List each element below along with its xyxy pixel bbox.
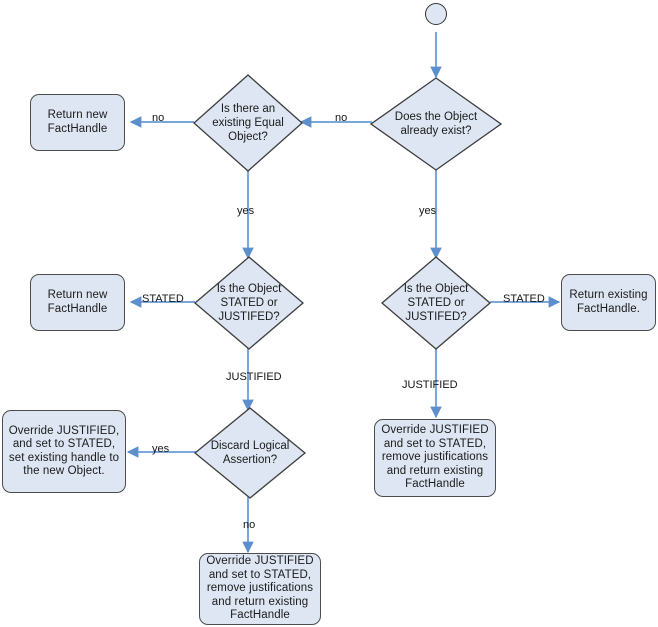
decision-does-object-already-exist[interactable]: Does the Object already exist?	[370, 77, 502, 171]
action-line: and return existing	[211, 595, 309, 608]
decision-line: Is the Object	[403, 283, 469, 295]
diamond-shape	[194, 407, 306, 499]
edge-label-justified-right: JUSTIFIED	[402, 379, 458, 391]
decision-label: Is there an existing Equal Object?	[193, 74, 303, 172]
action-return-new-facthandle-top[interactable]: Return new FactHandle	[30, 94, 125, 151]
action-line: Return new	[47, 109, 108, 121]
decision-line: Assertion?	[222, 454, 278, 466]
decision-discard-logical-assertion[interactable]: Discard Logical Assertion?	[194, 407, 306, 499]
decision-label: Does the Object already exist?	[370, 77, 502, 171]
action-override-justified-remove-justifications-right[interactable]: Override JUSTIFIED and set to STATED, re…	[374, 419, 496, 497]
action-line: Return new	[47, 289, 108, 301]
decision-line: JUSTIFED?	[405, 311, 467, 323]
decision-label: Is the Object STATED or JUSTIFED?	[194, 256, 304, 350]
action-line: Return existing	[569, 289, 648, 301]
action-line: Override JUSTIFIED	[206, 555, 314, 568]
diamond-shape	[193, 74, 303, 172]
decision-is-object-stated-or-justifed-right[interactable]: Is the Object STATED or JUSTIFED?	[381, 256, 491, 350]
decision-line: Discard Logical	[210, 440, 290, 452]
decision-line: Does the Object	[394, 111, 478, 123]
action-return-existing-facthandle[interactable]: Return existing FactHandle.	[561, 274, 656, 331]
edge-label-no-discard: no	[243, 519, 256, 531]
edge-label-yes-equal-down: yes	[237, 205, 255, 217]
action-line: FactHandle.	[576, 302, 641, 315]
action-line: FactHandle	[47, 122, 108, 135]
action-line: remove justifications	[381, 451, 489, 464]
action-line: FactHandle	[47, 302, 108, 315]
decision-label: Discard Logical Assertion?	[194, 407, 306, 499]
action-line: remove justifications	[206, 582, 314, 595]
diamond-shape	[370, 77, 502, 171]
decision-label: Is the Object STATED or JUSTIFED?	[381, 256, 491, 350]
decision-line: JUSTIFED?	[218, 311, 280, 323]
edge-label-yes-exist-down: yes	[419, 205, 437, 217]
action-line: and set to STATED,	[208, 568, 312, 581]
action-line: the new Object.	[23, 465, 105, 477]
diamond-shape	[381, 256, 491, 350]
action-line: and return existing	[386, 464, 484, 477]
decision-is-object-stated-or-justifed-left[interactable]: Is the Object STATED or JUSTIFED?	[194, 256, 304, 350]
edge-label-yes-discard: yes	[152, 443, 170, 455]
diamond-shape	[194, 256, 304, 350]
decision-line: STATED or	[407, 297, 465, 309]
action-line: Override JUSTIFIED	[381, 424, 489, 437]
edge-label-no-equal-to-return-new: no	[152, 112, 165, 124]
decision-line: Is the Object	[216, 283, 282, 295]
decision-line: Is there an	[220, 103, 276, 115]
action-return-new-facthandle-middle[interactable]: Return new FactHandle	[30, 274, 125, 331]
action-line: set existing handle to	[8, 451, 120, 464]
action-line: and set to STATED,	[12, 438, 116, 450]
action-line: FactHandle	[230, 609, 290, 622]
decision-line: existing Equal	[212, 117, 284, 129]
edge-label-stated-left: STATED	[142, 293, 184, 305]
action-override-justified-set-existing-handle[interactable]: Override JUSTIFIED, and set to STATED, s…	[2, 410, 126, 493]
edge-label-justified-left: JUSTIFIED	[226, 371, 282, 383]
edge-label-no-exist-to-equal: no	[335, 112, 348, 124]
edge-label-stated-right: STATED	[503, 293, 545, 305]
action-line: and set to STATED,	[383, 437, 487, 450]
decision-line: STATED or	[220, 297, 278, 309]
action-line: Override JUSTIFIED,	[8, 424, 120, 437]
decision-line: Object?	[228, 131, 268, 143]
decision-line: already exist?	[400, 125, 472, 137]
action-line: FactHandle	[405, 478, 465, 491]
decision-is-there-an-existing-equal-object[interactable]: Is there an existing Equal Object?	[193, 74, 303, 172]
start-node	[425, 3, 447, 25]
action-override-justified-remove-justifications-bottom[interactable]: Override JUSTIFIED and set to STATED, re…	[199, 553, 321, 625]
